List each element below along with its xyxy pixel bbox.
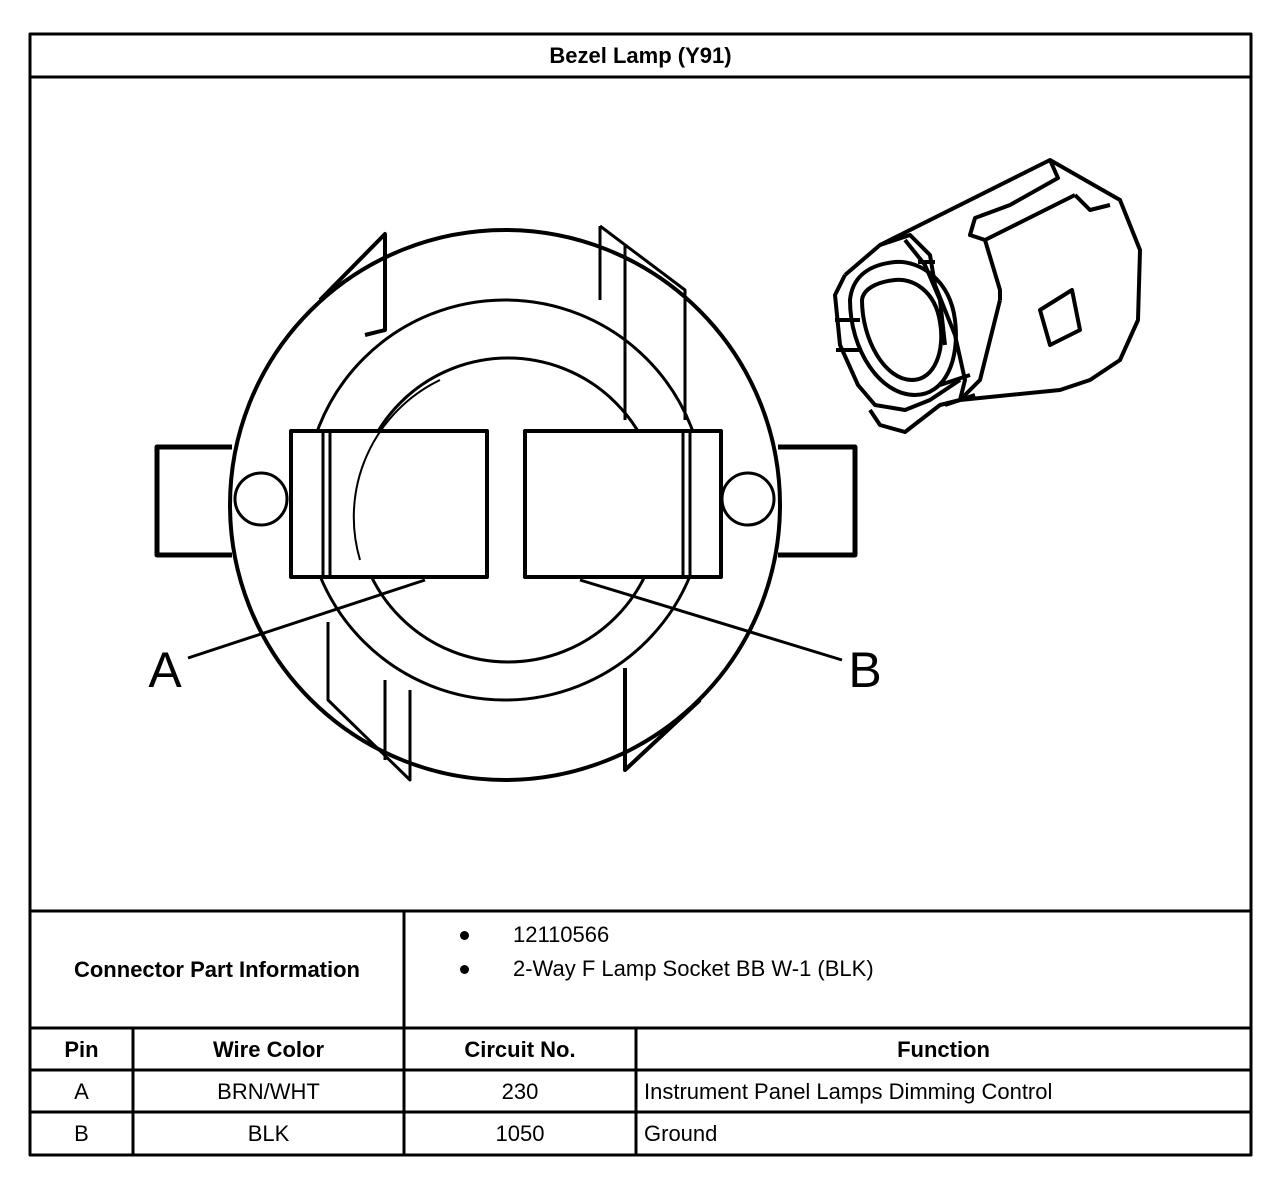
connector-info-label: Connector Part Information bbox=[73, 957, 360, 982]
header-function: Function bbox=[897, 1037, 990, 1062]
row-b-circuit: 1050 bbox=[495, 1121, 545, 1146]
page-title: Bezel Lamp (Y91) bbox=[549, 43, 732, 68]
row-b-function: Ground bbox=[644, 1121, 718, 1146]
connector-info-item: 12110566 bbox=[430, 918, 874, 952]
row-b-pin: B bbox=[74, 1121, 89, 1146]
header-wire-color: Wire Color bbox=[212, 1037, 325, 1062]
row-a-function: Instrument Panel Lamps Dimming Control bbox=[644, 1079, 1053, 1104]
outer-border bbox=[28, 32, 1253, 1157]
bullet-icon bbox=[460, 930, 469, 940]
connector-side-view bbox=[833, 158, 1142, 434]
row-b-wire-color: BLK bbox=[247, 1121, 290, 1146]
terminal-a bbox=[289, 429, 489, 579]
row-a-circuit: 230 bbox=[501, 1079, 539, 1104]
connector-face bbox=[154, 224, 858, 782]
leader-b bbox=[579, 578, 843, 662]
part-number: 12110566 bbox=[513, 922, 610, 947]
pin-label-b: B bbox=[848, 642, 882, 698]
header-circuit-no: Circuit No. bbox=[464, 1037, 576, 1062]
connector-info-list: 12110566 2-Way F Lamp Socket BB W-1 (BLK… bbox=[430, 918, 874, 986]
bullet-icon bbox=[460, 964, 469, 974]
part-description: 2-Way F Lamp Socket BB W-1 (BLK) bbox=[513, 956, 874, 981]
connector-info-item: 2-Way F Lamp Socket BB W-1 (BLK) bbox=[430, 952, 874, 986]
header-pin: Pin bbox=[64, 1037, 99, 1062]
row-a-wire-color: BRN/WHT bbox=[217, 1079, 320, 1104]
row-a-pin: A bbox=[74, 1079, 89, 1104]
terminal-b bbox=[523, 429, 723, 579]
pin-label-a: A bbox=[148, 642, 182, 698]
leader-a bbox=[187, 578, 426, 660]
